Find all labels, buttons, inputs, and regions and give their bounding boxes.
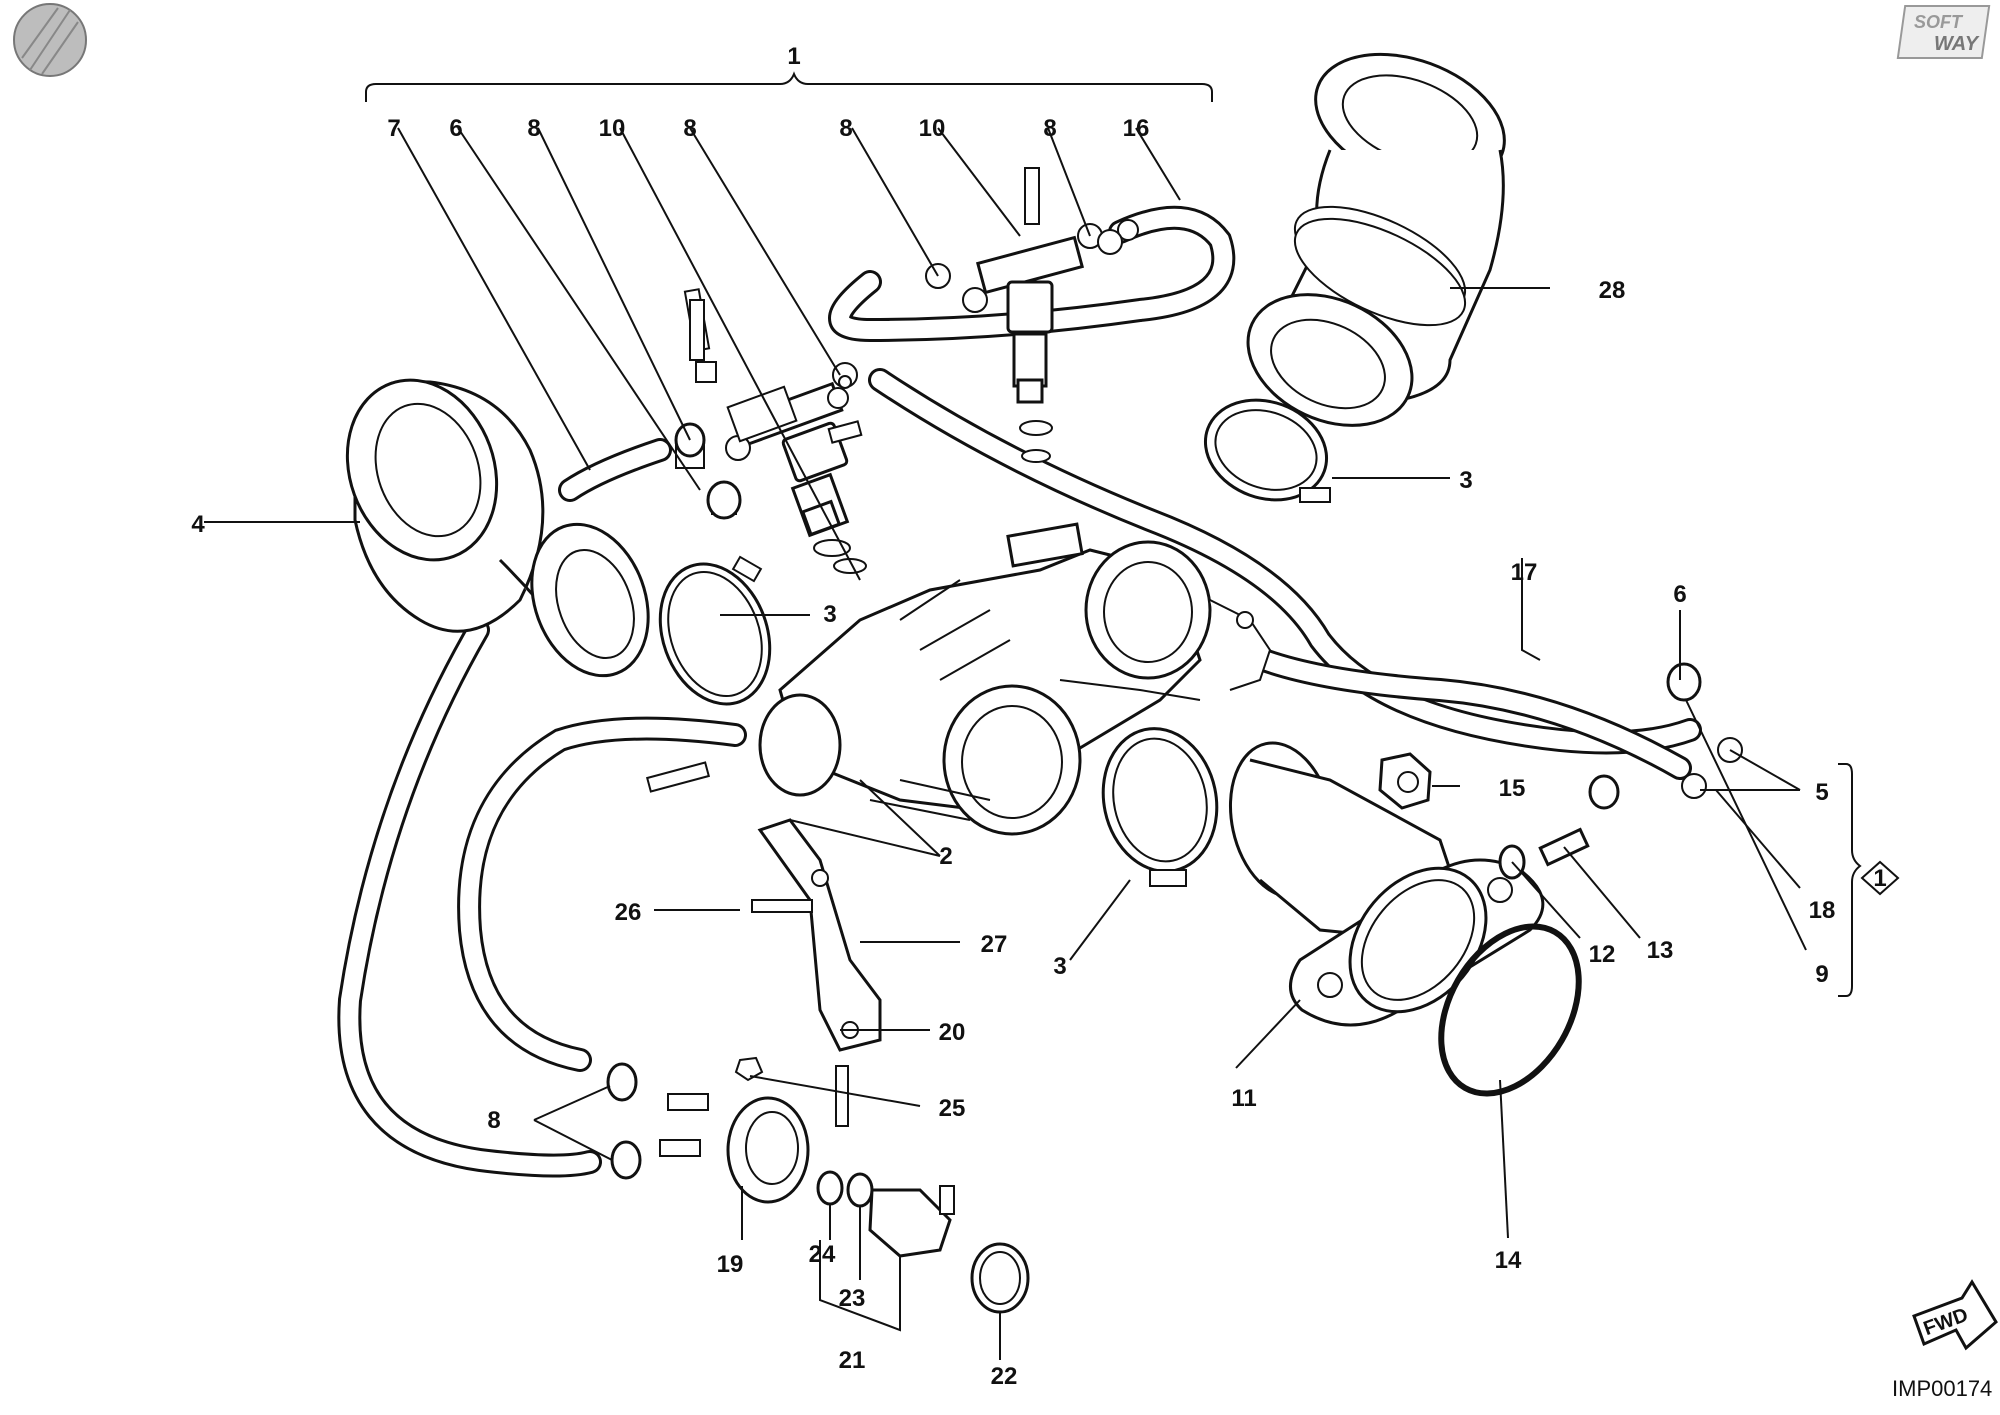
- part-14-o-ring: [1438, 923, 1582, 1097]
- small-parts-top-left: [674, 299, 798, 520]
- label-22: 22: [991, 1363, 1018, 1390]
- label-14: 14: [1495, 1247, 1522, 1274]
- part-28-air-duct-right: [1246, 52, 1506, 427]
- label-3: 3: [823, 601, 836, 628]
- label-4: 4: [191, 511, 205, 538]
- label-3: 3: [1053, 953, 1066, 980]
- group-badge: 1: [1860, 860, 1900, 896]
- fuel-injector-assembly: [675, 167, 1139, 574]
- part-4-air-duct-left: [345, 378, 650, 678]
- label-8: 8: [683, 115, 696, 142]
- label-13: 13: [1647, 937, 1674, 964]
- group-1-bracket: [365, 71, 1213, 102]
- label-26: 26: [615, 899, 642, 926]
- label-23: 23: [839, 1285, 866, 1312]
- drawing-code: IMP00174: [1892, 1376, 1992, 1401]
- svg-text:WAY: WAY: [1934, 33, 1980, 55]
- callout-labels: 1 7 6 8 10 8 8 10 8 16 28 3 4 3 17 6 5 1…: [191, 43, 1835, 1390]
- label-6: 6: [449, 115, 462, 142]
- label-6: 6: [1673, 581, 1686, 608]
- label-20: 20: [939, 1019, 966, 1046]
- fwd-arrow-icon: FWD: [1912, 1279, 1998, 1351]
- label-27: 27: [981, 931, 1008, 958]
- label-19: 19: [717, 1251, 744, 1278]
- label-5: 5: [1815, 779, 1828, 806]
- label-1: 1: [787, 43, 800, 70]
- label-28: 28: [1599, 277, 1626, 304]
- brand-logo: SOFT WAY: [1896, 5, 1991, 59]
- corner-globe-mark: [13, 3, 87, 77]
- label-8: 8: [1043, 115, 1056, 142]
- label-18: 18: [1809, 897, 1836, 924]
- label-8: 8: [527, 115, 540, 142]
- label-24: 24: [809, 1241, 836, 1268]
- label-25: 25: [939, 1095, 966, 1122]
- hoses: [337, 205, 1702, 1178]
- label-10: 10: [919, 115, 946, 142]
- label-21: 21: [839, 1347, 866, 1374]
- label-17: 17: [1511, 559, 1538, 586]
- svg-text:1: 1: [1873, 865, 1886, 892]
- part-27-bracket: [757, 818, 882, 1052]
- label-9: 9: [1815, 961, 1828, 988]
- label-11: 11: [1231, 1085, 1256, 1112]
- svg-text:SOFT: SOFT: [1914, 12, 1964, 32]
- label-12: 12: [1589, 941, 1616, 968]
- label-7: 7: [387, 115, 400, 142]
- label-8: 8: [839, 115, 852, 142]
- label-2: 2: [939, 843, 952, 870]
- label-15: 15: [1499, 775, 1526, 802]
- label-16: 16: [1123, 115, 1150, 142]
- part-3-clamp-top-right: [1203, 398, 1331, 503]
- label-10: 10: [599, 115, 626, 142]
- part-3-clamp-left: [658, 555, 772, 706]
- label-8: 8: [487, 1107, 500, 1134]
- part-3-clamp-middle: [1101, 727, 1219, 887]
- throttle-body: [758, 522, 1272, 836]
- label-3: 3: [1459, 467, 1472, 494]
- lower-small-parts: [606, 761, 1030, 1314]
- group-right-bracket: [1838, 763, 1862, 997]
- part-11-intake-manifold: [1228, 741, 1545, 1027]
- leader-lines: [204, 127, 1807, 1360]
